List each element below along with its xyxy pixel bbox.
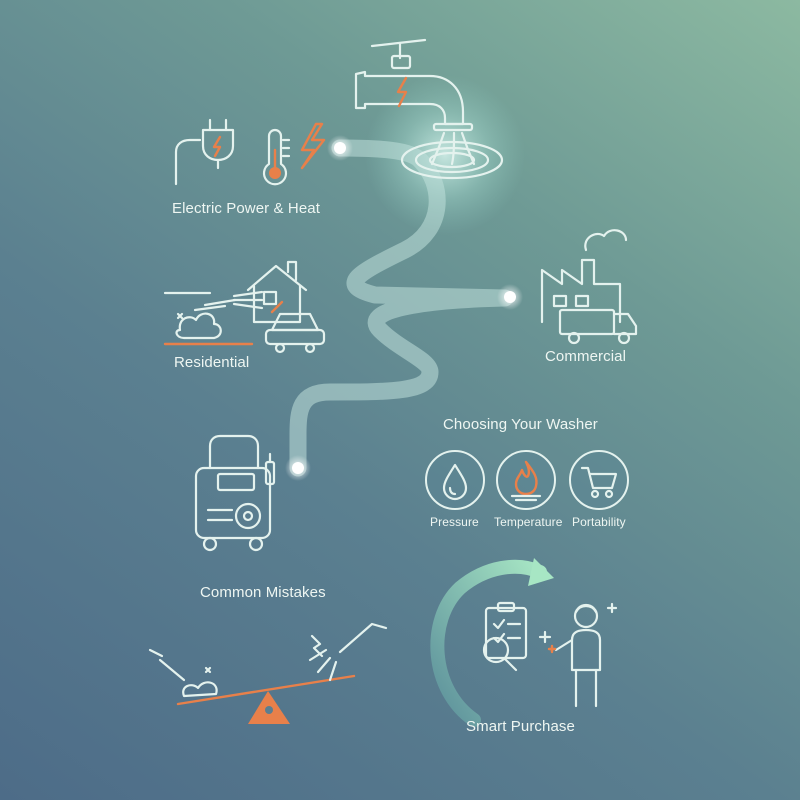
section-label-residential: Residential [174, 354, 250, 371]
faucet-icon [354, 38, 474, 132]
thermometer-icon [262, 128, 291, 186]
lightning-bolt-icon [300, 122, 326, 170]
section-label-electric: Electric Power & Heat [172, 200, 320, 217]
path-node-mistakes [285, 455, 311, 481]
section-label-purchase: Smart Purchase [466, 718, 575, 735]
factor-pressure-circle [425, 450, 485, 510]
path-node-commercial [497, 284, 523, 310]
cart-icon [580, 466, 618, 490]
section-label-mistakes: Common Mistakes [200, 584, 326, 601]
magnifier-icon [482, 636, 518, 672]
section-label-commercial: Commercial [545, 348, 627, 365]
pressure-washer-machine-icon [194, 434, 276, 552]
factor-label-portability: Portability [572, 515, 626, 529]
delivery-truck-icon [558, 308, 638, 345]
power-plug-icon [174, 118, 235, 186]
person-icon [538, 602, 618, 708]
water-drop-icon [442, 463, 468, 501]
flame-icon [514, 460, 538, 496]
factory-icon [540, 229, 628, 324]
water-splash-icon [400, 131, 504, 180]
pressure-wand-spray-icon [163, 290, 264, 346]
faucet-glow [365, 75, 525, 235]
factor-temperature-circle [496, 450, 556, 510]
path-node-electric [327, 135, 353, 161]
factor-label-pressure: Pressure [430, 515, 479, 529]
factor-label-temperature: Temperature [494, 515, 563, 529]
cycle-arrow-icon [430, 558, 554, 727]
factor-portability-circle [569, 450, 629, 510]
checklist-clipboard-icon [484, 601, 528, 660]
car-icon [264, 312, 326, 354]
section-label-choosing: Choosing Your Washer [443, 416, 598, 433]
seesaw-balance-icon [148, 622, 388, 724]
